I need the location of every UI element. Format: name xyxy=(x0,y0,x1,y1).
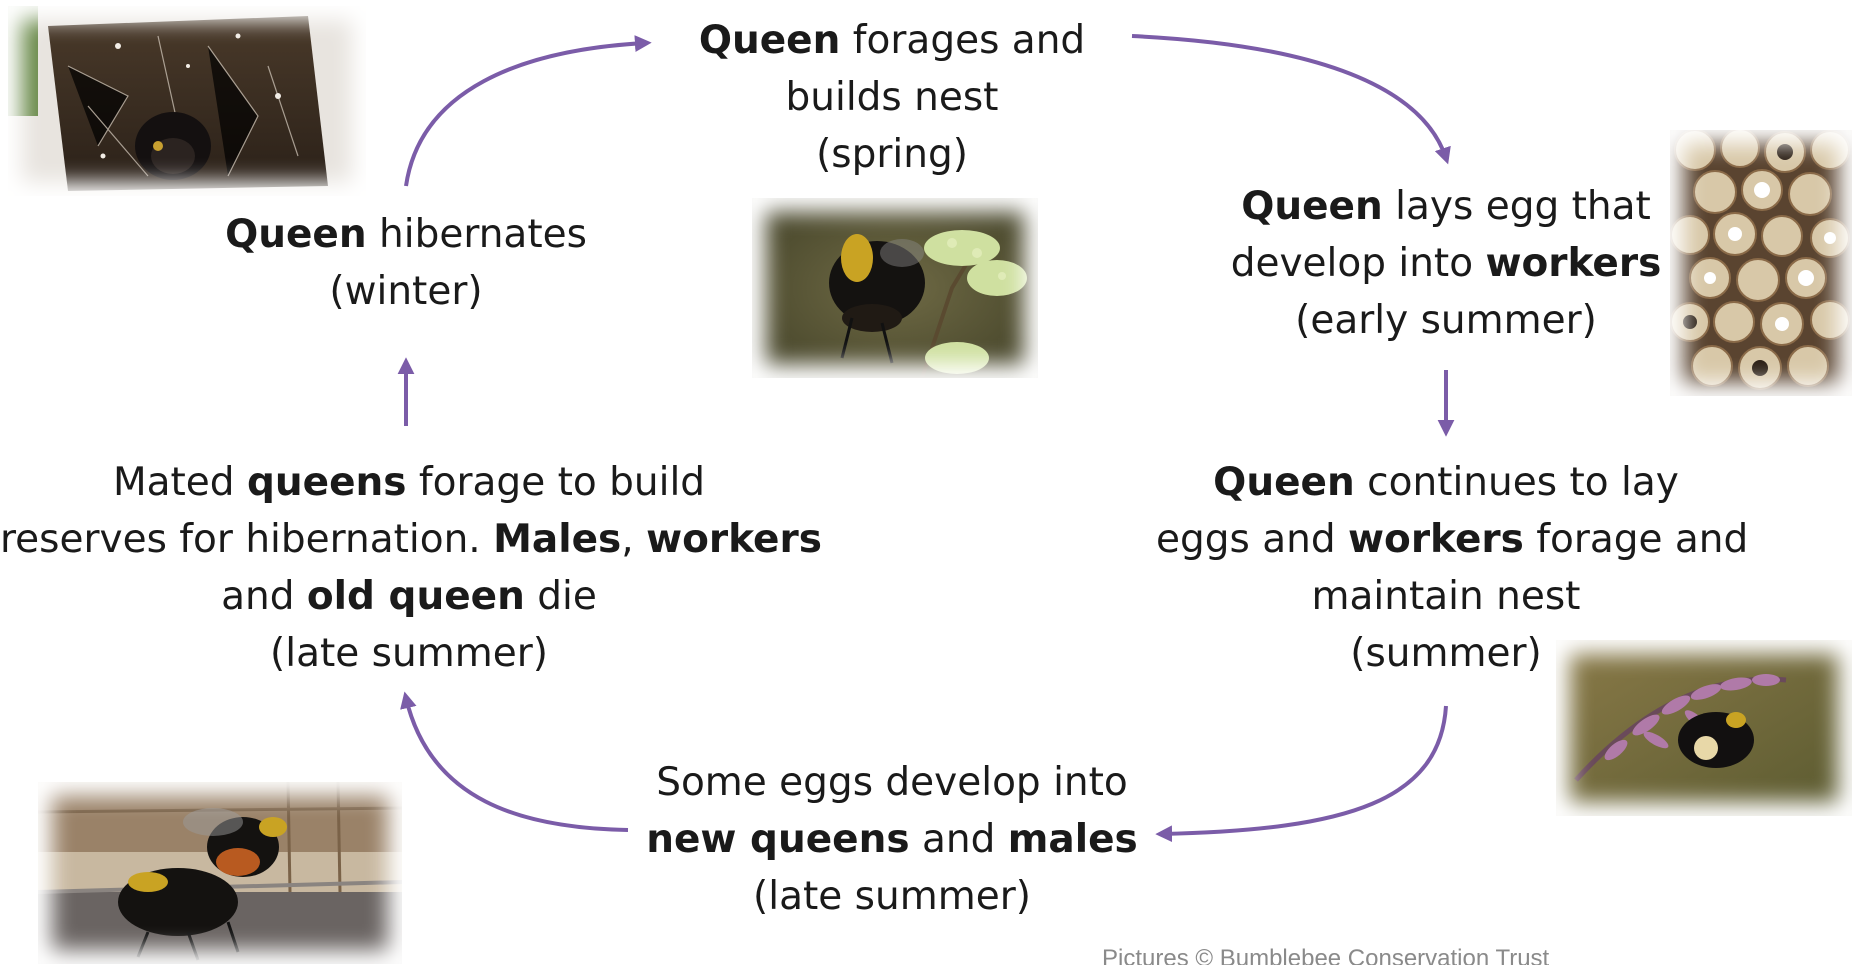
stage-late-summer-mated: Mated queens forage to build reserves fo… xyxy=(0,460,822,676)
two-bees-on-wood-photo xyxy=(38,782,402,964)
arrow-winter-to-spring xyxy=(404,35,652,187)
stage-winter: Queen hibernates (winter) xyxy=(225,212,587,314)
egg-cells-photo xyxy=(1670,130,1852,396)
arrow-late-summer-to-mated xyxy=(400,691,629,832)
stage-late-summer-eggs: Some eggs develop into new queens and ma… xyxy=(646,760,1138,919)
picture-credit: Pictures © Bumblebee Conservation Trust xyxy=(1102,945,1550,965)
arrow-summer-to-late-summer xyxy=(1155,705,1448,843)
bee-on-flower-spike-photo xyxy=(1556,640,1852,816)
stage-spring: Queen forages and builds nest (spring) xyxy=(698,18,1086,177)
bee-on-catkin-photo xyxy=(752,198,1038,378)
nest-in-soil-photo xyxy=(8,6,366,196)
arrow-spring-to-early-summer xyxy=(1131,34,1451,165)
stage-summer: Queen continues to lay eggs and workers … xyxy=(1156,460,1749,676)
stage-early-summer: Queen lays egg that develop into workers… xyxy=(1230,184,1662,343)
